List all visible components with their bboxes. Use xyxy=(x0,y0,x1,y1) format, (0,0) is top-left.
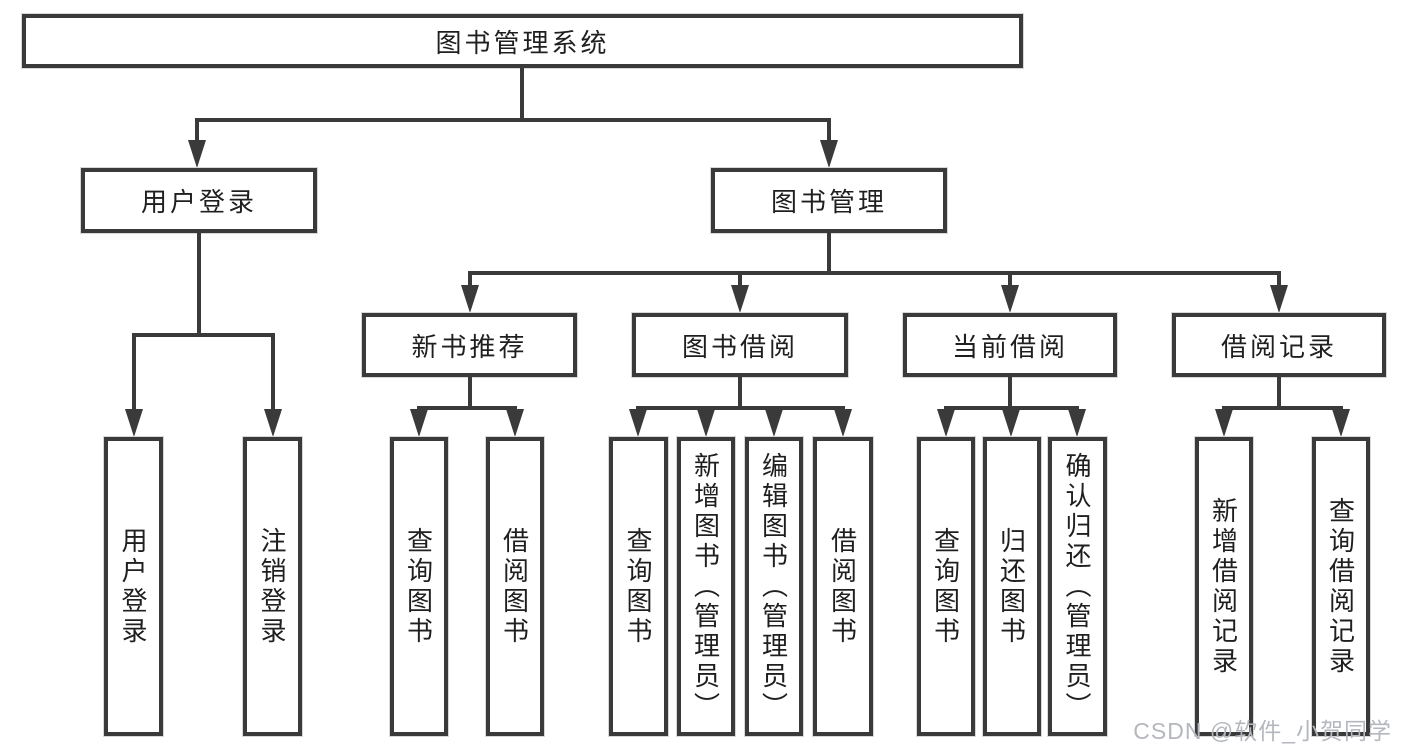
arrow-to-book-mgmt xyxy=(820,140,838,168)
connector-stem-ul-user-login xyxy=(132,333,136,411)
arrow-to-nr-query-book xyxy=(410,409,428,437)
connector-book-borrow-trunk xyxy=(738,376,742,410)
connector-stem-book-borrow xyxy=(738,271,742,287)
connector-user-login-rail xyxy=(132,333,275,337)
connector-root-rail xyxy=(195,118,831,122)
node-current-borrow: 当前借阅 xyxy=(903,313,1117,377)
arrow-to-bb-edit-book xyxy=(765,409,783,437)
connector-book-borrow-rail xyxy=(636,406,845,410)
connector-stem-borrow-records xyxy=(1277,271,1281,287)
csdn-watermark: CSDN @软件_小贺同学 xyxy=(1133,718,1392,744)
arrow-to-br-add-record xyxy=(1215,409,1233,437)
node-cb-confirm-return: 确认归还（管理员） xyxy=(1048,437,1107,736)
arrow-to-bb-add-book xyxy=(697,409,715,437)
connector-book-mgmt-trunk xyxy=(827,232,831,275)
node-ul-logout: 注销登录 xyxy=(243,437,302,736)
connector-stem-current-borrow xyxy=(1008,271,1012,287)
node-cb-return-book: 归还图书 xyxy=(983,437,1041,736)
node-ul-user-login: 用户登录 xyxy=(104,437,163,736)
node-br-add-record: 新增借阅记录 xyxy=(1195,437,1253,736)
arrow-to-bb-borrow-book xyxy=(834,409,852,437)
connector-borrow-records-rail xyxy=(1222,406,1343,410)
arrow-to-book-borrow xyxy=(731,285,749,313)
connector-current-borrow-rail xyxy=(944,406,1079,410)
node-new-book-rec: 新书推荐 xyxy=(362,313,577,377)
node-user-login: 用户登录 xyxy=(81,168,317,233)
connector-new-book-rec-rail xyxy=(417,406,517,410)
arrow-to-nr-borrow-book xyxy=(506,409,524,437)
node-book-borrow: 图书借阅 xyxy=(632,313,848,377)
arrow-to-ul-user-login xyxy=(125,409,143,437)
arrow-to-user-login xyxy=(188,140,206,168)
node-root: 图书管理系统 xyxy=(22,14,1023,68)
connector-borrow-records-trunk xyxy=(1277,377,1281,410)
connector-new-book-rec-trunk xyxy=(468,377,472,410)
node-nr-borrow-book: 借阅图书 xyxy=(486,437,544,736)
connector-stem-new-book-rec xyxy=(468,271,472,287)
connector-stem-ul-logout xyxy=(271,333,275,411)
node-bb-borrow-book: 借阅图书 xyxy=(813,437,873,736)
connector-stem-book-mgmt xyxy=(827,118,831,142)
node-cb-query-book: 查询图书 xyxy=(917,437,975,736)
node-bb-query-book: 查询图书 xyxy=(609,437,668,736)
arrow-to-current-borrow xyxy=(1001,285,1019,313)
node-borrow-records: 借阅记录 xyxy=(1172,313,1386,377)
arrow-to-ul-logout xyxy=(264,409,282,437)
connector-user-login-trunk xyxy=(197,233,201,337)
arrow-to-bb-query-book xyxy=(629,409,647,437)
node-bb-edit-book: 编辑图书（管理员） xyxy=(745,437,803,736)
node-nr-query-book: 查询图书 xyxy=(390,437,448,736)
arrow-to-cb-query-book xyxy=(937,409,955,437)
connector-book-mgmt-rail xyxy=(468,271,1281,275)
node-bb-add-book: 新增图书（管理员） xyxy=(677,437,735,736)
arrow-to-borrow-records xyxy=(1270,285,1288,313)
arrow-to-cb-confirm-return xyxy=(1068,409,1086,437)
arrow-to-new-book-rec xyxy=(461,285,479,313)
connector-root-trunk xyxy=(520,68,524,122)
arrow-to-cb-return-book xyxy=(1002,409,1020,437)
node-br-query-record: 查询借阅记录 xyxy=(1312,437,1370,736)
connector-current-borrow-trunk xyxy=(1008,377,1012,410)
connector-stem-user-login xyxy=(195,118,199,142)
arrow-to-br-query-record xyxy=(1332,409,1350,437)
node-book-mgmt: 图书管理 xyxy=(711,168,947,233)
